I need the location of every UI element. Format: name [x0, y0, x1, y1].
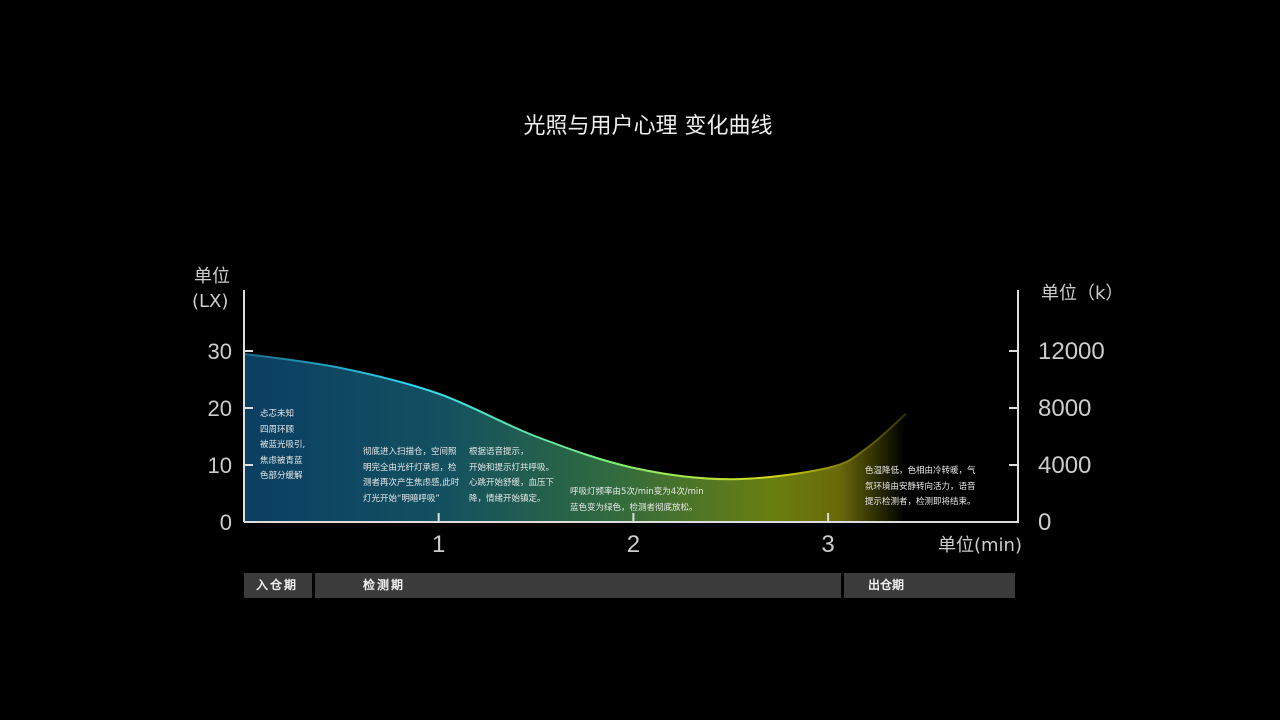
x-axis-label: 单位(min) [938, 535, 1022, 556]
annotation-3: 根据语音提示， 开始和提示灯共呼吸。 心跳开始舒缓，血压下 降，情绪开始镇定。 [469, 447, 555, 504]
annotation-2: 彻底进入扫描仓，空间照 明完全由光纤灯承担，检 测者再次产生焦虑感,此时 灯光开… [363, 447, 460, 504]
phase-enter: 入仓期 [244, 573, 312, 598]
series-line [243, 352, 907, 481]
y-left-tick-label: 10 [208, 453, 232, 478]
y-left-tick-label: 0 [220, 510, 232, 535]
y-right-tick-label: 8000 [1038, 395, 1091, 422]
x-tick-label: 3 [821, 531, 834, 558]
y-left-label-2: (LX) [192, 291, 229, 312]
x-tick-label: 1 [432, 531, 445, 558]
chart-title: 光照与用户心理 变化曲线 [523, 114, 773, 139]
y-left-tick-label: 30 [208, 339, 232, 364]
y-right-label: 单位（k） [1041, 283, 1124, 304]
y-right-tick-label: 4000 [1038, 452, 1091, 479]
x-tick-label: 2 [627, 531, 640, 558]
annotation-1: 忐忑未知 四周环顾 被蓝光吸引, 焦虑被青蓝 色部分缓解 [260, 409, 306, 481]
annotation-4: 呼吸灯频率由5次/min变为4次/min 蓝色变为绿色，检测者彻底放松。 [570, 487, 704, 513]
phase-detect: 检测期 [315, 573, 841, 598]
y-right-tick-label: 12000 [1038, 338, 1105, 365]
y-left-tick-label: 20 [208, 396, 232, 421]
y-left-label-1: 单位 [194, 266, 230, 287]
annotation-5: 色温降低，色相由冷转暖，气 氛环境由安静转向活力，语音 提示检测者，检测即将结束… [865, 466, 976, 507]
phase-exit: 出仓期 [844, 573, 1015, 598]
y-right-tick-label: 0 [1038, 509, 1051, 536]
